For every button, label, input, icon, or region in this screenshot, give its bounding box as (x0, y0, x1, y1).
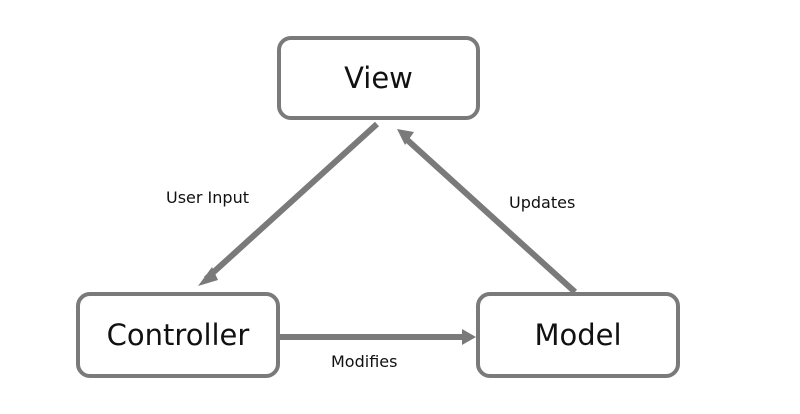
arrow-controller-to-model (280, 329, 476, 345)
model-label: Model (534, 317, 622, 352)
modifies-label: Modifies (331, 352, 398, 371)
controller-label: Controller (106, 317, 250, 352)
view-node: View (277, 36, 480, 120)
view-label: View (344, 60, 413, 95)
controller-node: Controller (76, 292, 280, 378)
model-node: Model (476, 292, 680, 378)
arrow-model-to-view (397, 129, 578, 295)
updates-label: Updates (509, 193, 576, 212)
arrow-view-to-controller (198, 121, 380, 286)
user-input-label: User Input (166, 188, 249, 207)
